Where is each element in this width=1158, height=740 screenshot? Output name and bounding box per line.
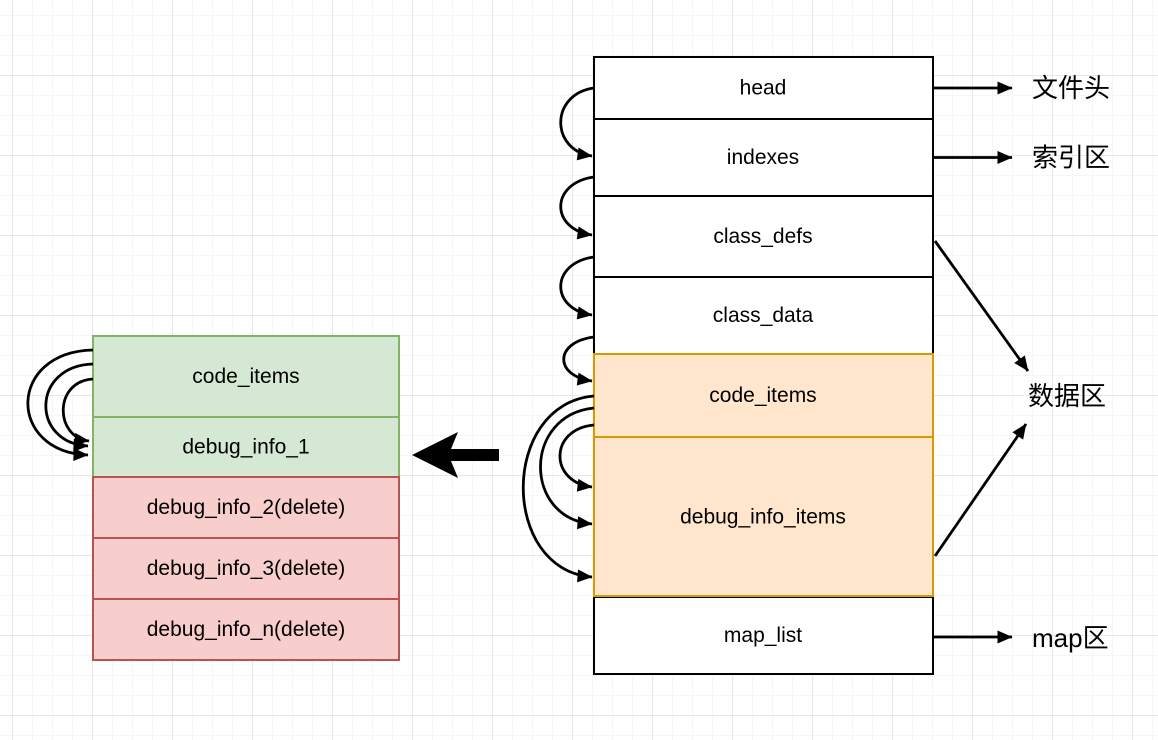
box-debug-info-3-label: debug_info_3(delete)	[147, 557, 346, 580]
box-debug-info-items	[593, 436, 934, 597]
box-code-items	[593, 353, 934, 438]
box-debug-info-1-label: debug_info_1	[182, 436, 309, 459]
box-result-code-items-label: code_items	[192, 365, 299, 388]
box-debug-info-n	[92, 598, 400, 661]
arc-code-items-to-debug-info-1-icon	[558, 423, 595, 492]
label-file-header: 文件头	[1032, 73, 1110, 103]
label-data-area: 数据区	[1028, 381, 1106, 411]
label-map-area: map区	[1032, 623, 1109, 653]
label-index-area: 索引区	[1032, 143, 1110, 173]
dex-file-stack: head indexes class_defs class_data code_…	[593, 56, 934, 675]
box-head-label: head	[740, 77, 787, 100]
box-map-list-label: map_list	[724, 624, 802, 647]
arc-head-to-indexes-icon	[559, 86, 595, 161]
box-debug-info-1	[92, 416, 400, 478]
box-debug-info-2-label: debug_info_2(delete)	[147, 496, 346, 519]
box-indexes-label: indexes	[727, 146, 799, 169]
arc-code-items-to-debug-info-2-icon	[539, 406, 595, 530]
box-class-data	[593, 276, 934, 355]
box-debug-info-items-label: debug_info_items	[680, 506, 846, 529]
box-result-code-items	[92, 335, 400, 418]
arrow-debug-info-to-data-area-icon	[933, 423, 1028, 557]
area-annotation-arrows	[933, 81, 1030, 644]
box-map-list	[593, 596, 934, 675]
box-indexes	[593, 118, 934, 197]
box-head	[593, 56, 934, 120]
arc-result-code-items-to-debug-1a-icon	[61, 377, 94, 446]
box-debug-info-n-label: debug_info_n(delete)	[147, 618, 346, 641]
box-class-data-label: class_data	[713, 304, 814, 327]
dex-stack-offset-arcs	[522, 86, 595, 583]
arc-code-items-to-debug-info-3-icon	[522, 394, 595, 583]
box-code-items-label: code_items	[709, 384, 816, 407]
arc-class-defs-to-class-data-icon	[559, 255, 595, 320]
box-class-defs	[593, 195, 934, 278]
box-debug-info-3	[92, 537, 400, 600]
arc-indexes-to-class-defs-icon	[559, 175, 595, 240]
result-stack-offset-arcs	[26, 348, 94, 461]
result-stack: code_items debug_info_1 debug_info_2(del…	[92, 335, 400, 661]
transform-arrow-icon	[412, 432, 499, 478]
area-labels: 文件头 索引区 数据区 map区	[1028, 73, 1110, 653]
box-debug-info-2	[92, 476, 400, 539]
arrow-class-defs-to-data-area-icon	[933, 240, 1030, 372]
arc-result-code-items-to-debug-1b-icon	[44, 362, 94, 452]
box-class-defs-label: class_defs	[713, 225, 812, 248]
arc-result-code-items-to-debug-1c-icon	[26, 348, 94, 461]
arc-class-data-to-code-items-icon	[562, 335, 595, 386]
